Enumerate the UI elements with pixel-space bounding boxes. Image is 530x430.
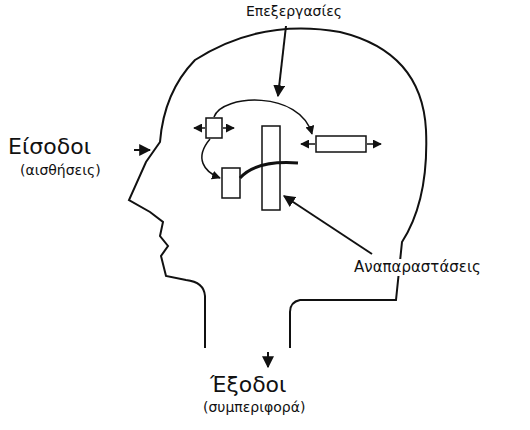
pointer-arrow — [278, 26, 286, 96]
output-arrow — [267, 352, 269, 367]
input-arrow — [134, 149, 150, 151]
output-label: Έξοδοι — [210, 372, 287, 397]
process-curve — [214, 100, 312, 134]
side-arrow — [223, 127, 234, 129]
side-arrow — [301, 143, 315, 145]
pointer-label: Επεξεργασίες — [246, 3, 342, 19]
input-label: Είσοδοι — [8, 134, 91, 159]
process-curve — [240, 163, 298, 178]
process-curve — [202, 139, 220, 178]
representation-bar — [262, 126, 280, 210]
process-box — [316, 136, 366, 152]
side-arrow — [194, 127, 205, 129]
output-note: (συμπεριφορά) — [203, 399, 305, 415]
process-box — [206, 118, 222, 138]
head-outline — [129, 29, 426, 349]
process-box — [222, 168, 240, 198]
pointer-label: Αναπαραστάσεις — [352, 259, 483, 276]
input-note: (αισθήσεις) — [20, 162, 101, 178]
pointer-arrow — [284, 196, 372, 254]
side-arrow — [367, 143, 381, 145]
